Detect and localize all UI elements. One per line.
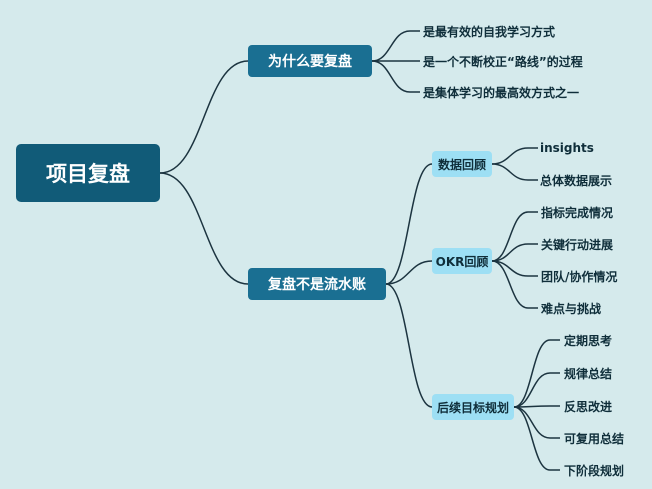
edge-plan-3: [513, 406, 560, 439]
leaf-plan-3[interactable]: 可复用总结: [564, 431, 625, 446]
edge-root-why: [159, 60, 249, 174]
edge-plan-2: [513, 405, 560, 408]
edge-okr-0: [491, 211, 538, 262]
leaf-okr-0[interactable]: 指标完成情况: [541, 205, 614, 220]
edge-plan-1: [513, 372, 560, 408]
edge-data-1: [491, 163, 538, 181]
edge-okr-3: [491, 260, 538, 309]
sub-data-review[interactable]: 数据回顾: [432, 151, 492, 177]
branch-not-ledger[interactable]: 复盘不是流水账: [248, 268, 386, 300]
sub-planning[interactable]: 后续目标规划: [432, 394, 514, 420]
edge-okr-1: [491, 243, 538, 262]
leaf-why-2[interactable]: 是集体学习的最高效方式之一: [423, 85, 580, 100]
edge-notledger-data: [385, 163, 433, 285]
leaf-data-0[interactable]: insights: [540, 141, 594, 155]
leaf-okr-2[interactable]: 团队/协作情况: [541, 269, 618, 284]
leaf-data-1[interactable]: 总体数据展示: [540, 173, 613, 188]
root-node[interactable]: 项目复盘: [16, 144, 160, 202]
edge-notledger-plan: [385, 283, 433, 408]
edge-why-2: [371, 60, 420, 93]
edge-root-notledger: [159, 172, 249, 285]
leaf-plan-0[interactable]: 定期思考: [564, 333, 613, 348]
leaf-plan-2[interactable]: 反思改进: [564, 399, 613, 414]
leaf-why-0[interactable]: 是最有效的自我学习方式: [423, 24, 556, 39]
sub-okr-review[interactable]: OKR回顾: [432, 248, 492, 274]
edge-data-0: [491, 147, 538, 165]
edge-plan-4: [513, 406, 560, 471]
edge-why-0: [371, 30, 420, 62]
leaf-why-1[interactable]: 是一个不断校正“路线”的过程: [423, 54, 583, 69]
leaf-okr-1[interactable]: 关键行动进展: [541, 237, 614, 252]
edge-plan-0: [513, 339, 560, 408]
leaf-plan-1[interactable]: 规律总结: [564, 366, 613, 381]
edge-notledger-okr: [385, 260, 433, 285]
leaf-okr-3[interactable]: 难点与挑战: [541, 301, 602, 316]
leaf-plan-4[interactable]: 下阶段规划: [564, 463, 625, 478]
branch-why[interactable]: 为什么要复盘: [248, 45, 372, 77]
